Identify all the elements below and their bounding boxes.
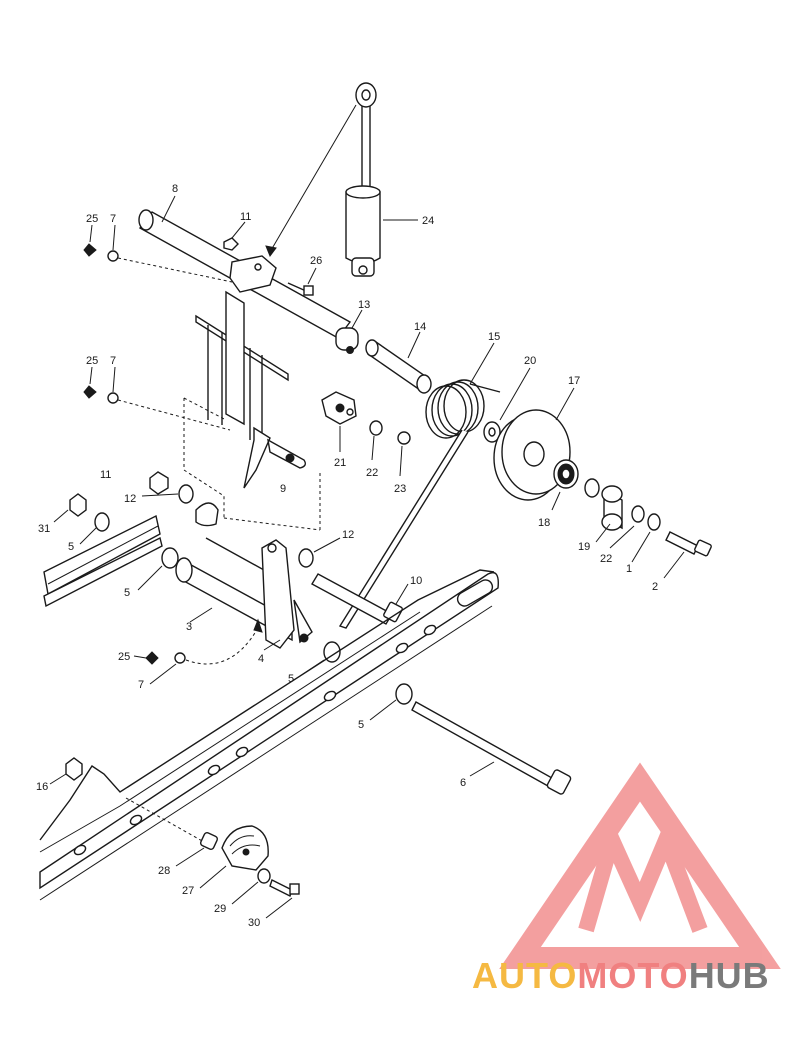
- callout-28: 28: [158, 865, 170, 877]
- callout-29: 29: [214, 903, 226, 915]
- callout-25-top: 25: [86, 213, 98, 225]
- upper-arm: [138, 209, 359, 354]
- callout-19: 19: [578, 541, 590, 553]
- callout-14: 14: [414, 321, 426, 333]
- washer-22: [631, 505, 645, 523]
- bolt-2: [665, 531, 712, 557]
- nut-16: [65, 757, 83, 781]
- callout-13: 13: [358, 299, 370, 311]
- callout-1: 1: [626, 563, 632, 575]
- shaft-10: [311, 573, 403, 625]
- callout-12-left: 12: [124, 493, 136, 505]
- callout-25-lower: 25: [118, 651, 130, 663]
- callout-24: 24: [422, 215, 434, 227]
- callout-30: 30: [248, 917, 260, 929]
- washer-22-mid: [369, 420, 383, 436]
- spacer-19: [601, 485, 623, 531]
- callout-12-right: 12: [342, 529, 354, 541]
- callout-4: 4: [258, 653, 264, 665]
- callout-27: 27: [182, 885, 194, 897]
- callout-5-left: 5: [124, 587, 130, 599]
- idler-wheel: [493, 409, 571, 501]
- callout-3: 3: [186, 621, 192, 633]
- main-slide-rail: [39, 569, 499, 901]
- washer-5-lower: [395, 683, 413, 705]
- watermark-text: AUTOMOTOHUB: [472, 955, 770, 996]
- spacer-14: [365, 339, 432, 394]
- callout-2: 2: [652, 581, 658, 593]
- nut-11-left: [149, 471, 169, 495]
- callout-23: 23: [394, 483, 406, 495]
- callout-21: 21: [334, 457, 346, 469]
- bumper-27: [221, 825, 269, 871]
- callout-7-lower: 7: [138, 679, 144, 691]
- callout-15: 15: [488, 331, 500, 343]
- grease-fitting-top: [83, 243, 119, 262]
- bolt-30: [269, 879, 300, 897]
- callout-16: 16: [36, 781, 48, 793]
- callout-6: 6: [460, 777, 466, 789]
- grease-fitting-lower: [145, 651, 186, 665]
- washer-12-left: [178, 484, 194, 504]
- washer-29: [257, 868, 271, 884]
- callout-5-upper-left: 5: [68, 541, 74, 553]
- nut-23: [397, 431, 411, 445]
- callout-5-lower: 5: [358, 719, 364, 731]
- shock-absorber: [345, 82, 381, 277]
- callout-5-center: 5: [288, 673, 294, 685]
- callout-11-top: 11: [240, 211, 251, 223]
- washer-5-left: [161, 547, 179, 569]
- washer-1: [647, 513, 661, 531]
- nut-11-top: [223, 237, 239, 251]
- callout-7-top: 7: [110, 213, 116, 225]
- front-arm-frame: [183, 290, 321, 531]
- callout-26: 26: [310, 255, 322, 267]
- lower-arm: [175, 502, 313, 649]
- long-bolt-6: [411, 701, 572, 795]
- grease-fitting-middle: [83, 385, 119, 404]
- callout-11-left: 11: [100, 469, 111, 481]
- torsion-spring: [338, 379, 501, 629]
- callout-9: 9: [280, 483, 286, 495]
- callout-8: 8: [172, 183, 178, 195]
- bracket-21: [321, 391, 357, 425]
- callout-18: 18: [538, 517, 550, 529]
- callout-20: 20: [524, 355, 536, 367]
- callout-7-middle: 7: [110, 355, 116, 367]
- callout-22-right: 22: [600, 553, 612, 565]
- watermark-logo: [499, 762, 781, 969]
- bearing-18: [553, 459, 579, 489]
- washer-5-upper-left: [94, 512, 110, 532]
- callout-22-middle: 22: [366, 467, 378, 479]
- washer-5-center: [323, 641, 341, 663]
- callout-31: 31: [38, 523, 50, 535]
- bolt-26: [287, 282, 314, 296]
- spacer-28: [199, 831, 219, 851]
- nut-31: [69, 493, 87, 517]
- callout-10: 10: [410, 575, 422, 587]
- callout-17: 17: [568, 375, 580, 387]
- left-rail-segment: [43, 514, 163, 608]
- callout-25-middle: 25: [86, 355, 98, 367]
- washer-12-right: [298, 548, 314, 568]
